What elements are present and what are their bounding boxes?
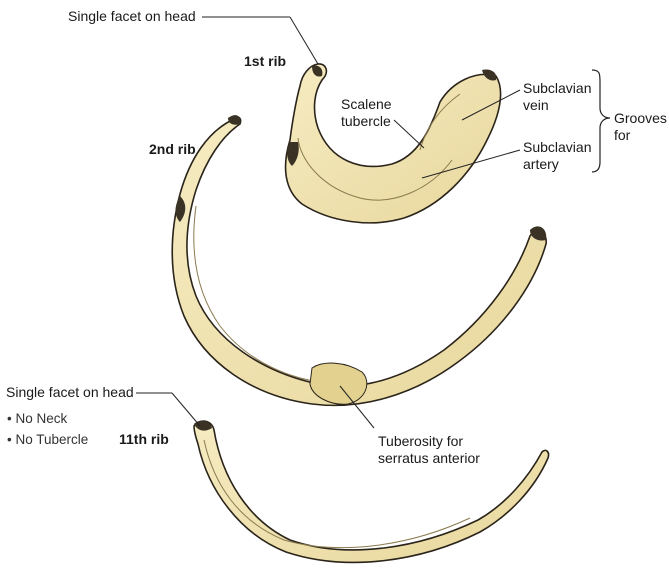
bullet-no-tubercle-text: No Tubercle — [15, 432, 88, 447]
bullet-no-neck: • No Neck — [7, 410, 67, 427]
first-rib — [286, 64, 501, 223]
label-tubercle: tubercle — [341, 113, 391, 130]
label-single-facet-head-bottom: Single facet on head — [6, 384, 134, 401]
label-single-facet-head-top: Single facet on head — [68, 8, 196, 25]
grooves-bracket — [592, 70, 610, 172]
label-11th-rib: 11th rib — [119, 431, 169, 448]
label-subclavian-vein-1: Subclavian — [523, 80, 592, 97]
label-tuberosity-1: Tuberosity for — [378, 433, 463, 450]
label-grooves-for: for — [614, 127, 630, 144]
label-subclavian-artery-2: artery — [523, 156, 559, 173]
label-subclavian-artery-1: Subclavian — [523, 139, 592, 156]
bullet-no-neck-text: No Neck — [15, 411, 67, 426]
label-grooves: Grooves — [614, 110, 667, 127]
eleventh-rib — [194, 421, 549, 563]
label-scalene: Scalene — [341, 96, 392, 113]
label-tuberosity-2: serratus anterior — [378, 450, 480, 467]
label-1st-rib: 1st rib — [244, 53, 286, 70]
label-2nd-rib: 2nd rib — [149, 141, 196, 158]
label-subclavian-vein-2: vein — [523, 97, 549, 114]
bullet-no-tubercle: • No Tubercle — [7, 431, 88, 448]
